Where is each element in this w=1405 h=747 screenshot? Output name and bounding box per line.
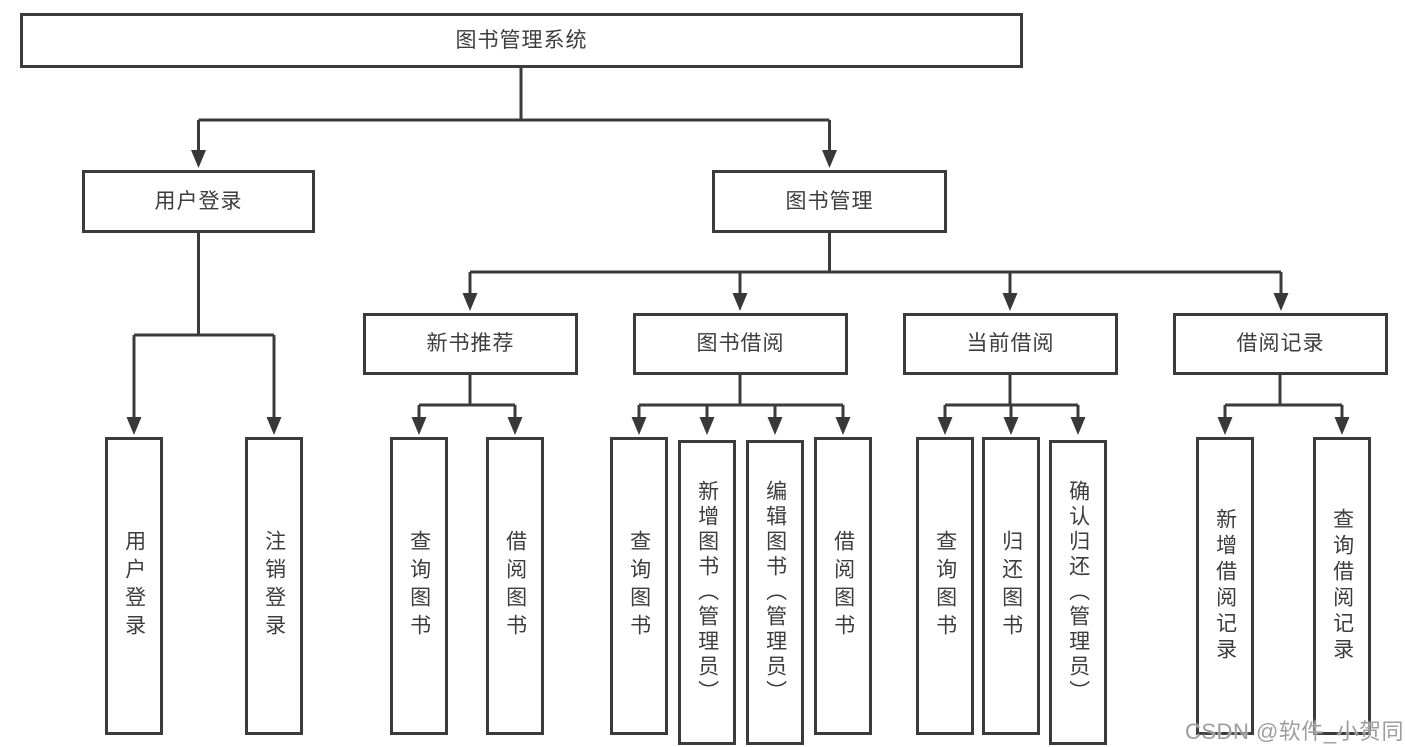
node-user-login: 用户登录	[82, 170, 315, 233]
node-current-borrow: 当前借阅	[903, 313, 1118, 375]
csdn-watermark: CSDN @软件_小贺同学	[1185, 719, 1405, 744]
node-book-management: 图书管理	[712, 170, 947, 233]
leaf-query-borrow-record: 查询借阅记录	[1313, 437, 1371, 735]
leaf-add-borrow-record: 新增借阅记录	[1196, 437, 1254, 735]
node-borrow-records: 借阅记录	[1173, 313, 1388, 375]
leaf-borrow-books-recommend: 借阅图书	[486, 437, 544, 735]
leaf-borrow-books: 借阅图书	[814, 437, 872, 735]
leaf-confirm-return-admin: 确认归还（管理员）	[1049, 440, 1107, 745]
leaf-return-books: 归还图书	[982, 437, 1040, 735]
node-root-system: 图书管理系统	[20, 13, 1023, 68]
leaf-edit-books-admin: 编辑图书（管理员）	[746, 440, 804, 745]
leaf-query-books-current: 查询图书	[916, 437, 974, 735]
leaf-logout: 注销登录	[245, 437, 303, 735]
leaf-add-books-admin: 新增图书（管理员）	[678, 440, 736, 745]
node-new-book-recommend: 新书推荐	[363, 313, 578, 375]
node-book-borrow: 图书借阅	[633, 313, 848, 375]
leaf-query-books-borrow: 查询图书	[610, 437, 668, 735]
leaf-query-books-recommend: 查询图书	[390, 437, 448, 735]
leaf-user-login: 用户登录	[105, 437, 163, 735]
